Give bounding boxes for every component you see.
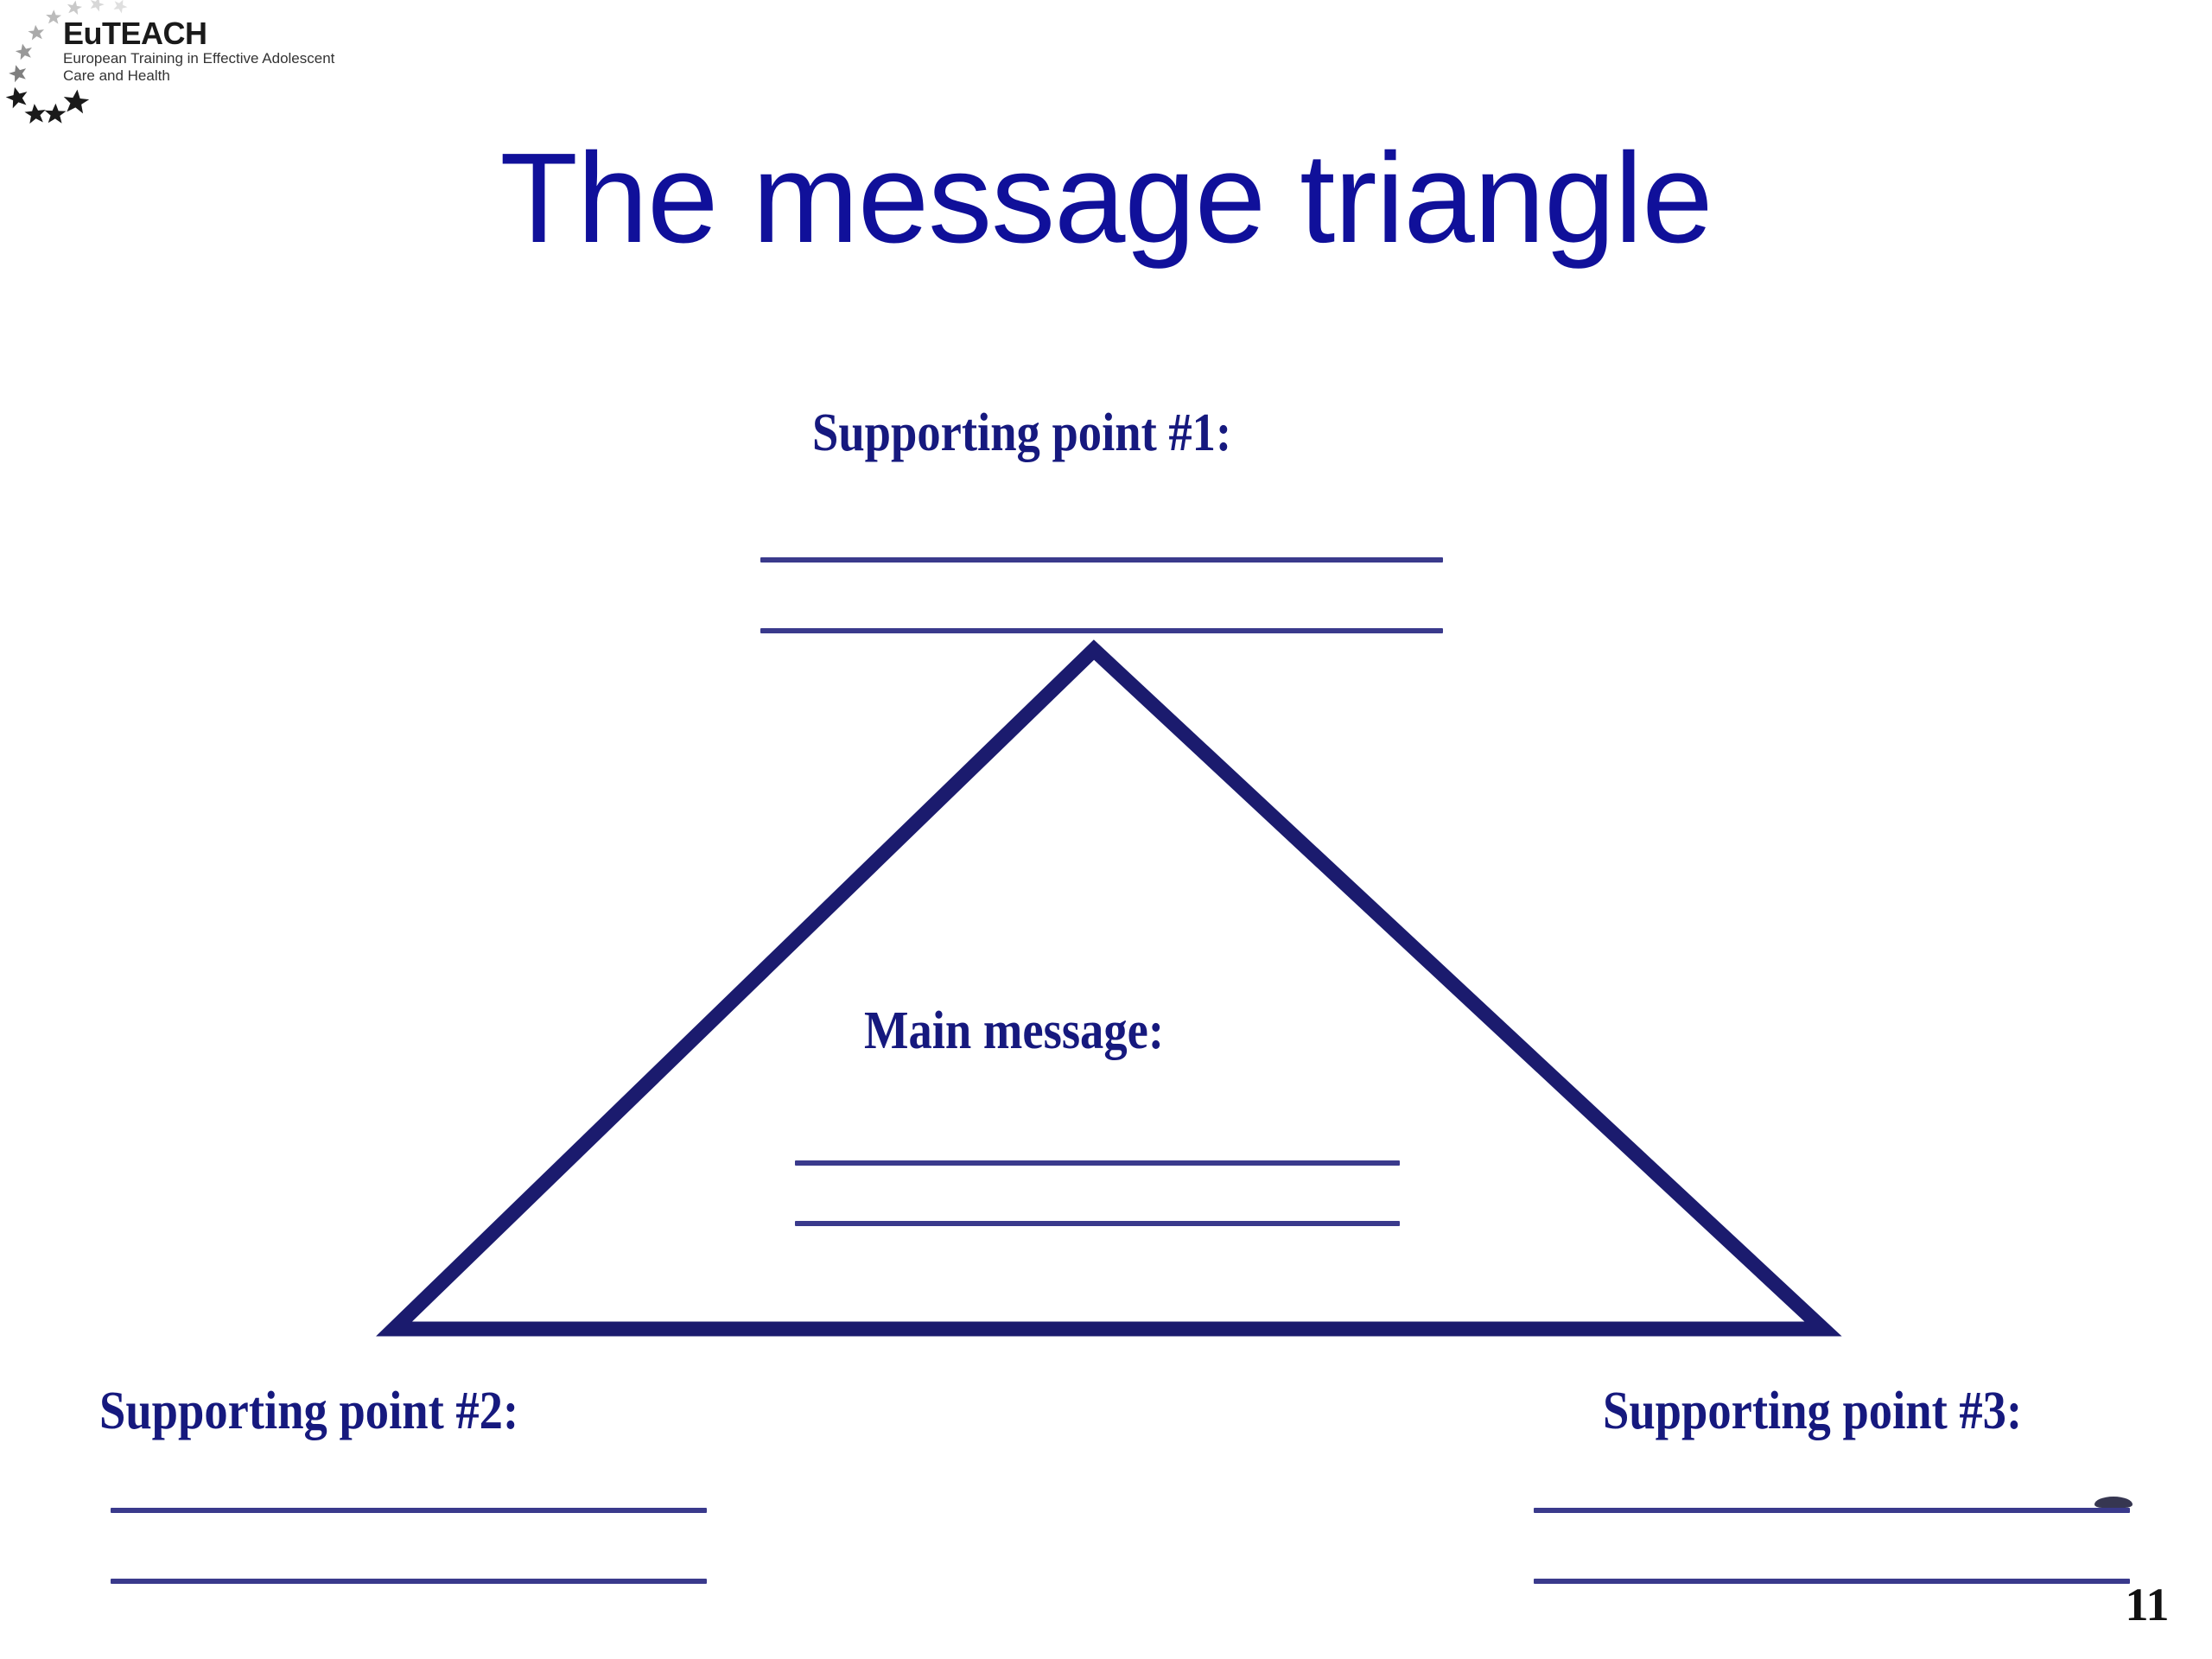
euteach-logo: EuTEACH European Training in Effective A… bbox=[0, 0, 363, 151]
main-message-label: Main message: bbox=[864, 1001, 1164, 1060]
supporting-point-2-line-2[interactable] bbox=[111, 1579, 707, 1584]
supporting-point-1-label: Supporting point #1: bbox=[812, 404, 1232, 462]
supporting-point-1-line-1[interactable] bbox=[760, 557, 1443, 563]
supporting-point-1-line-2[interactable] bbox=[760, 628, 1443, 633]
main-message-line-2[interactable] bbox=[795, 1221, 1400, 1226]
logo-name: EuTEACH bbox=[63, 16, 207, 51]
eu-stars-arc-icon bbox=[5, 0, 128, 124]
page-title: The message triangle bbox=[499, 127, 1713, 270]
page-number: 11 bbox=[2125, 1579, 2170, 1630]
logo-text-block: EuTEACH European Training in Effective A… bbox=[63, 17, 357, 85]
main-message-line-1[interactable] bbox=[795, 1160, 1400, 1166]
triangle-shape bbox=[376, 639, 1842, 1337]
supporting-point-3-line-2[interactable] bbox=[1534, 1579, 2130, 1584]
supporting-point-3-label: Supporting point #3: bbox=[1603, 1382, 2023, 1440]
supporting-point-2-label: Supporting point #2: bbox=[99, 1382, 519, 1440]
logo-subtitle-line-2: Care and Health bbox=[63, 67, 170, 84]
supporting-point-3-line-1[interactable] bbox=[1534, 1508, 2130, 1513]
scan-smudge-artifact bbox=[2094, 1497, 2133, 1508]
logo-subtitle-line-1: European Training in Effective Adolescen… bbox=[63, 50, 335, 67]
supporting-point-2-line-1[interactable] bbox=[111, 1508, 707, 1513]
